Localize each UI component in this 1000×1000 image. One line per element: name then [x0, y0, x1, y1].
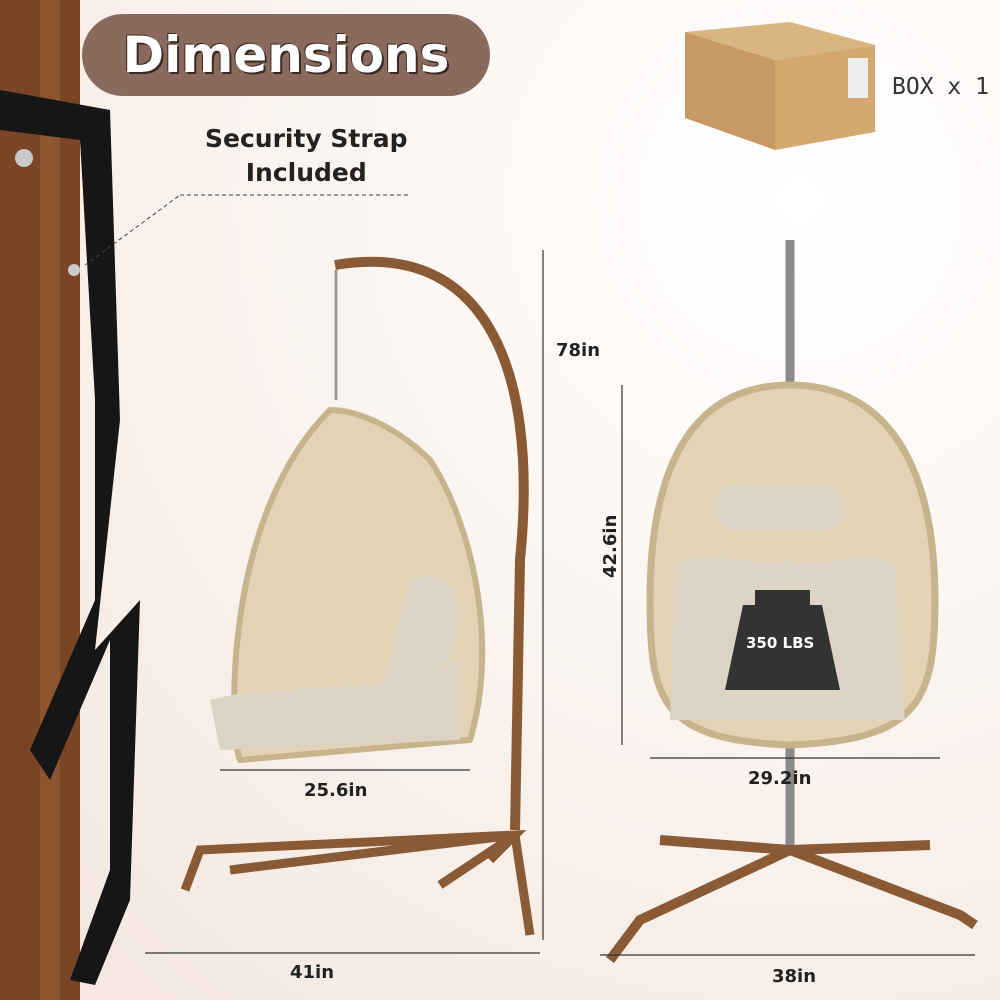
security-strap-callout: Security Strap Included: [205, 122, 407, 190]
dim-seat-height: 42.6in: [600, 514, 621, 578]
dim-total-height: 78in: [556, 340, 601, 361]
dim-base-front: 38in: [772, 966, 817, 987]
callout-line-2: Included: [245, 158, 367, 187]
dim-side-depth: 25.6in: [304, 780, 368, 801]
box-count-label: BOX x 1: [892, 74, 989, 100]
dim-front-width: 29.2in: [748, 768, 812, 789]
page-title: Dimensions: [122, 26, 450, 84]
callout-line-1: Security Strap: [205, 124, 408, 153]
weight-capacity-label: 350 LBS: [746, 634, 815, 652]
side-view-chair: [180, 256, 535, 936]
security-strap: [0, 90, 140, 985]
front-view-chair: [606, 240, 978, 963]
shipping-box: [685, 22, 875, 150]
dim-base-side: 41in: [290, 962, 335, 983]
weight-icon: [725, 590, 840, 690]
title-pill: [82, 14, 490, 96]
dimension-lines: [145, 250, 975, 956]
